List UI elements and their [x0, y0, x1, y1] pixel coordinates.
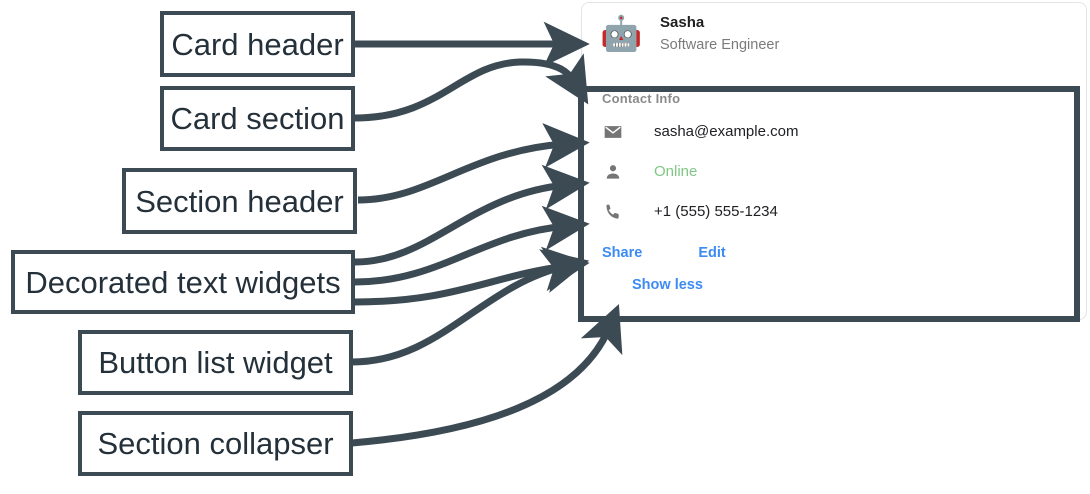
- annotation-label-button-list: Button list widget: [98, 345, 333, 380]
- annotation-box-button-list: Button list widget: [78, 330, 353, 395]
- phone-icon: [602, 201, 624, 223]
- arrow-button-list: [351, 249, 590, 366]
- edit-button[interactable]: Edit: [698, 245, 726, 261]
- card-header: 🤖 Sasha Software Engineer: [582, 3, 1086, 65]
- button-list-widget: Share Edit: [602, 236, 1086, 270]
- card-section: Contact Info sasha@example.com: [582, 65, 1086, 300]
- phone-value: +1 (555) 555-1234: [654, 203, 778, 220]
- annotation-label-section-collapser: Section collapser: [97, 426, 334, 461]
- annotation-label-section-header: Section header: [135, 183, 344, 219]
- arrow-decorated-text-3: [354, 246, 590, 306]
- annotation-box-decorated-text: Decorated text widgets: [11, 250, 355, 314]
- person-icon: [602, 161, 624, 183]
- profile-name: Sasha: [660, 14, 705, 31]
- annotation-box-section-collapser: Section collapser: [78, 411, 353, 476]
- card-header-text: Sasha Software Engineer: [660, 13, 779, 55]
- annotation-box-card-section: Card section: [160, 86, 355, 151]
- annotation-label-card-header: Card header: [171, 26, 344, 62]
- section-header: Contact Info: [602, 91, 681, 106]
- decorated-text-row-email: sasha@example.com: [602, 112, 1086, 152]
- show-less-button[interactable]: Show less: [632, 277, 703, 293]
- share-button[interactable]: Share: [602, 245, 643, 261]
- section-collapser: Show less: [602, 270, 1086, 300]
- robot-avatar-icon: 🤖: [600, 15, 643, 53]
- profile-subtitle: Software Engineer: [660, 37, 780, 53]
- email-icon: [602, 121, 624, 143]
- email-value: sasha@example.com: [654, 123, 799, 140]
- arrow-card-section: [354, 53, 589, 122]
- annotation-box-card-header: Card header: [160, 11, 355, 77]
- profile-card: 🤖 Sasha Software Engineer Contact Info s…: [581, 2, 1087, 320]
- arrow-section-header: [357, 123, 590, 204]
- decorated-text-row-phone: +1 (555) 555-1234: [602, 192, 1086, 232]
- annotation-label-decorated-text: Decorated text widgets: [25, 264, 341, 300]
- decorated-text-row-status: Online: [602, 152, 1086, 192]
- arrow-decorated-text-2: [354, 205, 590, 286]
- annotation-label-card-section: Card section: [170, 101, 345, 136]
- arrow-section-collapser: [351, 303, 623, 447]
- arrow-decorated-text-1: [354, 164, 590, 266]
- status-value: Online: [654, 163, 698, 180]
- annotation-box-section-header: Section header: [122, 168, 357, 234]
